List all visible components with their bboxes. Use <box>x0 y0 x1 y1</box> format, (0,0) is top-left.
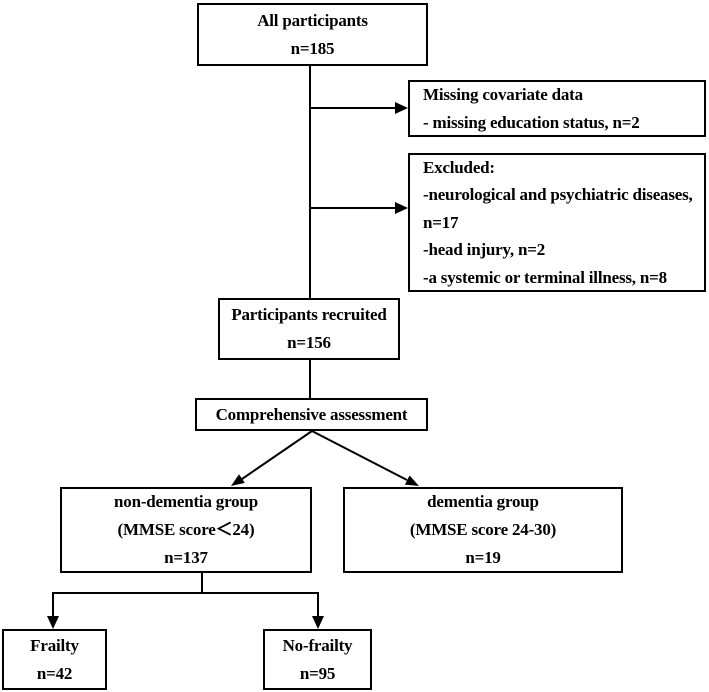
box-comprehensive-assessment: Comprehensive assessment <box>195 398 428 431</box>
arrowhead-dementia <box>404 475 419 486</box>
box-non-dementia-criteria: (MMSE score＜24) <box>117 520 255 539</box>
box-missing-covariate-detail: - missing education status, n=2 <box>423 112 640 132</box>
box-participants-recruited: Participants recruited n=156 <box>218 298 400 360</box>
box-missing-covariate-title: Missing covariate data <box>423 84 583 104</box>
box-missing-covariate-data: Missing covariate data - missing educati… <box>408 80 706 137</box>
arrowhead-no-frailty <box>312 616 324 629</box>
box-no-frailty: No-frailty n=95 <box>263 629 372 690</box>
box-dementia-count: n=19 <box>465 548 501 567</box>
box-excluded-title: Excluded: <box>423 157 495 177</box>
arrowhead-missing <box>395 102 408 114</box>
box-frailty-count: n=42 <box>36 663 73 683</box>
box-excluded-item-1b: n=17 <box>423 212 459 232</box>
arrowhead-excluded <box>395 202 408 214</box>
connector-diagonal-right <box>311 430 408 481</box>
box-frailty-label: Frailty <box>30 635 79 655</box>
box-dementia-criteria: (MMSE score 24-30) <box>409 520 557 539</box>
box-no-frailty-count: n=95 <box>299 663 336 683</box>
box-all-participants: All participants n=185 <box>197 3 428 66</box>
box-dementia-label: dementia group <box>427 492 539 511</box>
box-excluded-item-2: -head injury, n=2 <box>423 240 546 260</box>
connector-diagonal-left <box>241 430 313 480</box>
box-no-frailty-label: No-frailty <box>282 635 353 655</box>
arrowhead-frailty <box>47 616 59 629</box>
box-participants-recruited-label: Participants recruited <box>231 305 387 324</box>
box-excluded-item-3: -a systemic or terminal illness, n=8 <box>423 267 667 287</box>
box-participants-recruited-count: n=156 <box>287 333 331 352</box>
box-non-dementia-count: n=137 <box>164 548 208 567</box>
box-dementia-group: dementia group (MMSE score 24-30) n=19 <box>343 487 623 573</box>
box-frailty: Frailty n=42 <box>2 629 107 690</box>
box-excluded: Excluded: -neurological and psychiatric … <box>408 153 706 292</box>
arrowhead-non-dementia <box>231 474 245 486</box>
box-all-participants-count: n=185 <box>290 38 335 58</box>
box-all-participants-label: All participants <box>257 10 368 30</box>
box-comprehensive-assessment-label: Comprehensive assessment <box>215 404 408 424</box>
box-non-dementia-label: non-dementia group <box>114 492 258 511</box>
box-excluded-item-1: -neurological and psychiatric diseases, <box>423 185 693 205</box>
box-non-dementia-group: non-dementia group (MMSE score＜24) n=137 <box>60 487 312 573</box>
